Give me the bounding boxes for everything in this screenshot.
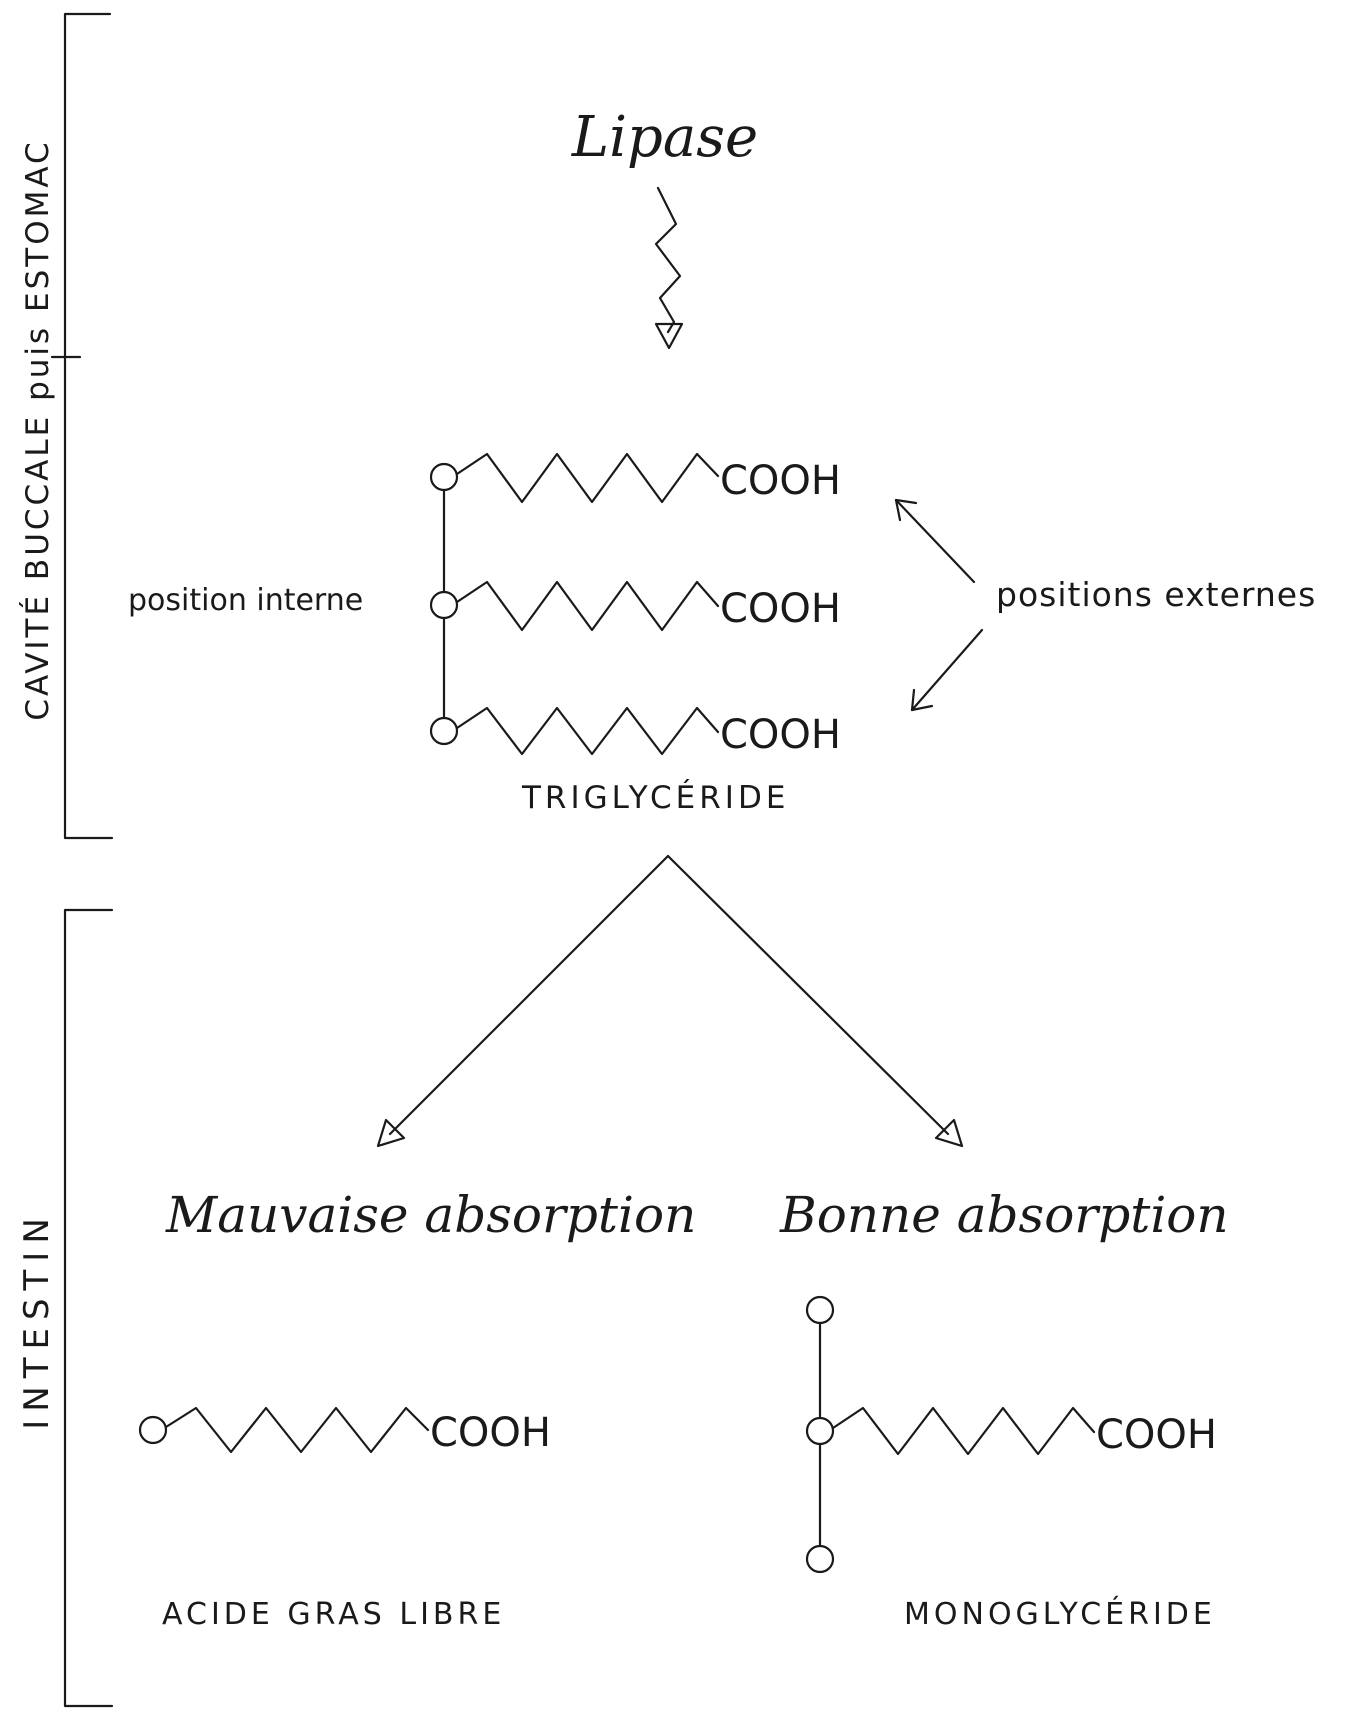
glycerol-carbon-3	[429, 716, 459, 746]
acid-group-label-1: COOH	[720, 458, 841, 504]
monoglyceride-molecule: COOH	[805, 1295, 1217, 1574]
enzyme-arrow-head	[654, 322, 684, 350]
external-pointer-lower-head	[910, 688, 934, 712]
fatty-acid-chain-3	[455, 706, 720, 756]
fatty-acid-chain	[164, 1406, 430, 1454]
glycerol-carbon-1	[429, 462, 459, 492]
enzyme-label: Lipase	[571, 105, 758, 170]
upper-region-label: CAVITÉ BUCCALE puis ESTOMAC	[20, 139, 56, 720]
free-fatty-acid-molecule: COOH	[138, 1406, 551, 1456]
external-positions-label: positions externes	[996, 575, 1316, 614]
acid-group-label-2: COOH	[720, 586, 841, 632]
glycerol-carbon-2	[805, 1416, 835, 1446]
glycerol-carbon-1	[805, 1295, 835, 1325]
split-arrow-left	[388, 854, 670, 1136]
split-arrow-right	[666, 854, 950, 1136]
glycerol-carbon-2	[429, 590, 459, 620]
monoglyceride-name: MONOGLYCÉRIDE	[904, 1596, 1216, 1632]
split-arrow-right-head	[934, 1118, 964, 1148]
upper-region-bracket	[63, 12, 114, 840]
external-pointer-upper-head	[894, 498, 918, 522]
lower-region-bracket	[63, 908, 114, 1708]
fatty-acid-chain-2	[455, 580, 720, 632]
acid-group-label: COOH	[430, 1410, 551, 1456]
triglyceride-molecule: COOH COOH COOH	[429, 452, 841, 758]
triglyceride-name: TRIGLYCÉRIDE	[521, 780, 789, 816]
acid-group-label: COOH	[1096, 1412, 1217, 1458]
glycerol-carbon-3	[805, 1544, 835, 1574]
free-fatty-acid-name: ACIDE GRAS LIBRE	[162, 1597, 505, 1632]
good-absorption-title: Bonne absorption	[779, 1186, 1229, 1244]
internal-position-label: position interne	[128, 583, 363, 618]
acid-group-label-3: COOH	[720, 712, 841, 758]
external-pointer-upper	[894, 498, 976, 584]
lower-region-label: INTESTIN	[17, 1210, 57, 1430]
split-arrow-left-head	[376, 1118, 406, 1148]
enzyme-action-arrow	[654, 186, 682, 334]
bad-absorption-title: Mauvaise absorption	[165, 1186, 696, 1244]
head-group	[138, 1415, 168, 1445]
fatty-acid-chain-1	[455, 452, 720, 504]
fatty-acid-chain	[831, 1406, 1096, 1456]
external-pointer-lower	[910, 628, 984, 712]
